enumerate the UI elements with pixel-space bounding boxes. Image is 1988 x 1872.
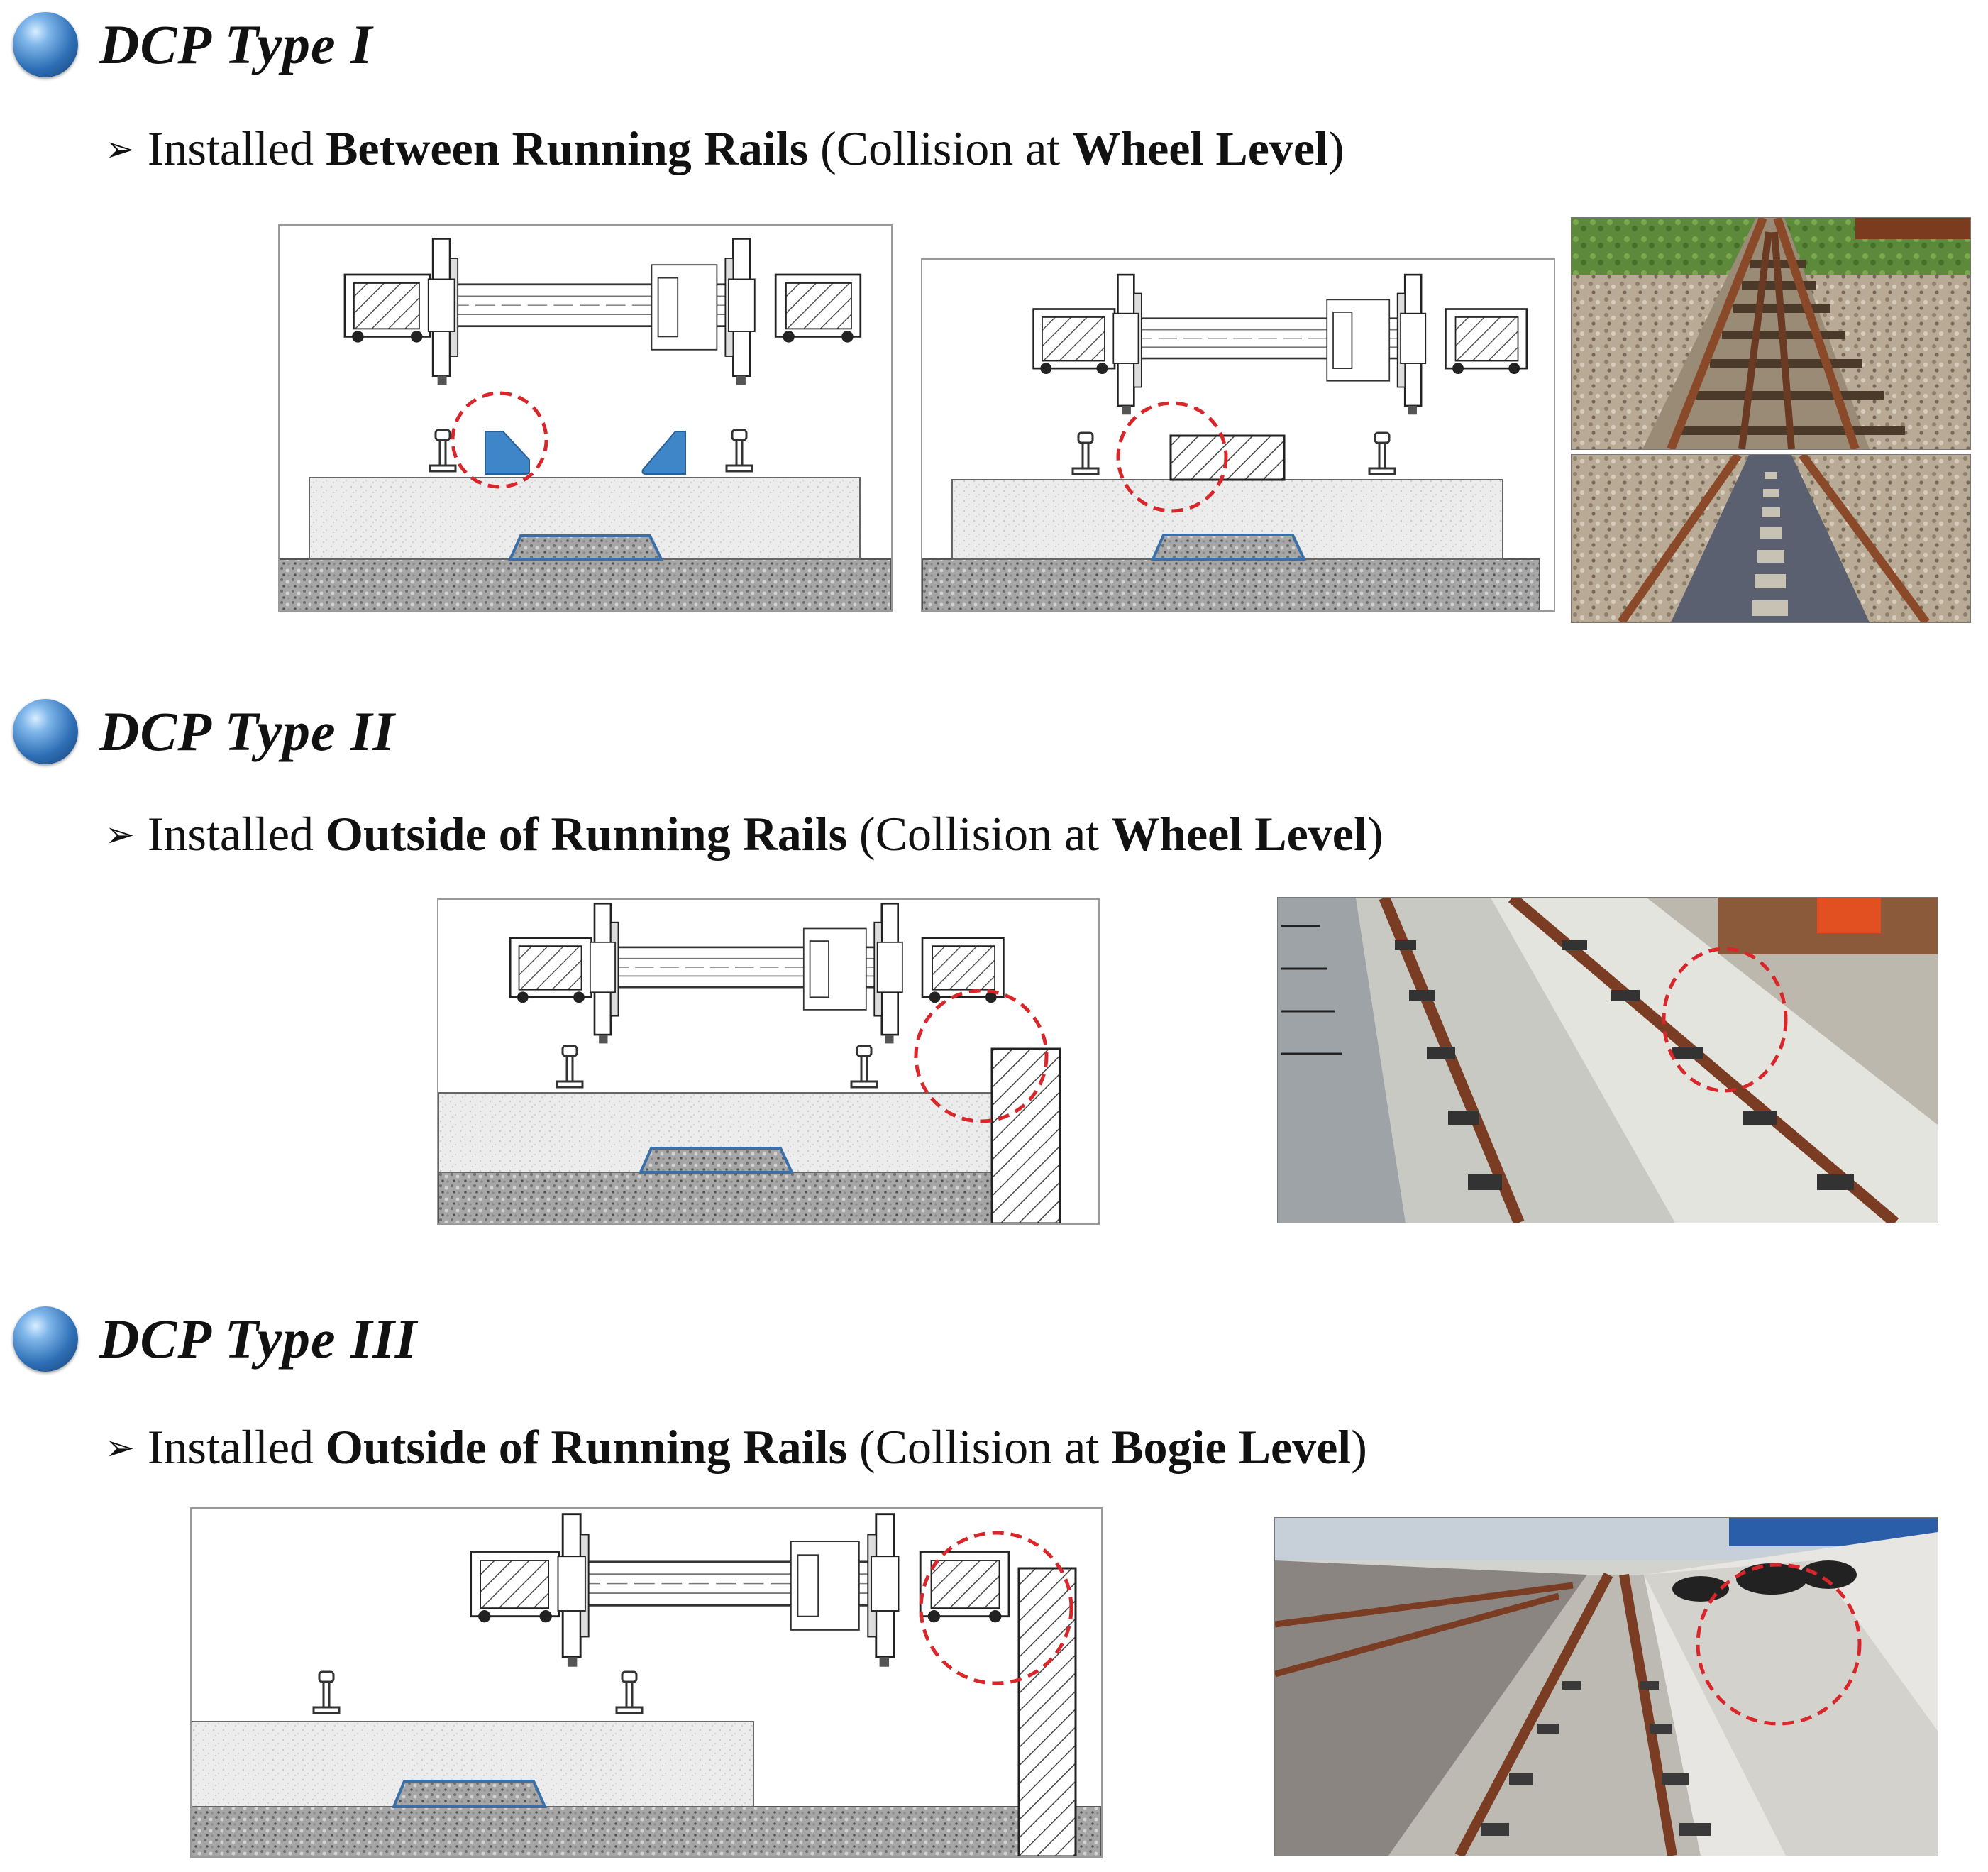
photo-slab-track-guide (1571, 454, 1971, 623)
collision-circle (914, 989, 1049, 1123)
bullet-ball-icon (13, 1306, 78, 1372)
bullet-ball-icon (13, 12, 78, 77)
diagram-svg (922, 273, 1540, 610)
collision-circle (1116, 401, 1228, 513)
section-heading-type-2: DCP Type II (13, 693, 395, 771)
photo-svg (1572, 455, 1970, 622)
photo-track-high-wall (1274, 1517, 1938, 1856)
section-title: DCP Type I (99, 13, 373, 75)
diagram-type1-hatched-block (921, 258, 1555, 612)
collision-circle (451, 391, 548, 489)
section-bullet: ➢Installed Between Running Rails (Collis… (105, 121, 1344, 175)
bullet-ball-icon (13, 699, 78, 764)
diagram-svg (280, 238, 891, 610)
dcp-block-right (641, 431, 686, 475)
photo-svg (1572, 218, 1970, 449)
photo-svg (1278, 898, 1938, 1223)
diagram-type3-high-wall (190, 1507, 1103, 1858)
diagram-type1-angled-blocks (278, 224, 893, 612)
section-bullet: ➢Installed Outside of Running Rails (Col… (105, 807, 1384, 861)
arrow-bullet-icon: ➢ (105, 814, 135, 856)
collision-circle (1696, 1563, 1862, 1726)
photo-ballast-track (1571, 217, 1971, 450)
section-title: DCP Type III (99, 1308, 418, 1370)
photo-slab-track-side-wall (1277, 897, 1938, 1223)
dcp-high-wall (1017, 1567, 1077, 1856)
arrow-bullet-icon: ➢ (105, 1427, 135, 1469)
diagram-svg (192, 1513, 1101, 1856)
dcp-hatched-block (1169, 434, 1286, 481)
section-title: DCP Type II (99, 700, 395, 762)
collision-circle (919, 1531, 1073, 1685)
dcp-side-wall (990, 1047, 1061, 1223)
dcp-block-left (485, 431, 530, 475)
diagram-type2-side-wall (437, 898, 1100, 1225)
arrow-bullet-icon: ➢ (105, 128, 135, 170)
section-heading-type-1: DCP Type I (13, 6, 372, 84)
diagram-svg (438, 902, 1061, 1223)
photo-svg (1275, 1518, 1938, 1856)
section-heading-type-3: DCP Type III (13, 1300, 417, 1378)
collision-circle (1662, 947, 1788, 1093)
section-bullet: ➢Installed Outside of Running Rails (Col… (105, 1420, 1367, 1474)
